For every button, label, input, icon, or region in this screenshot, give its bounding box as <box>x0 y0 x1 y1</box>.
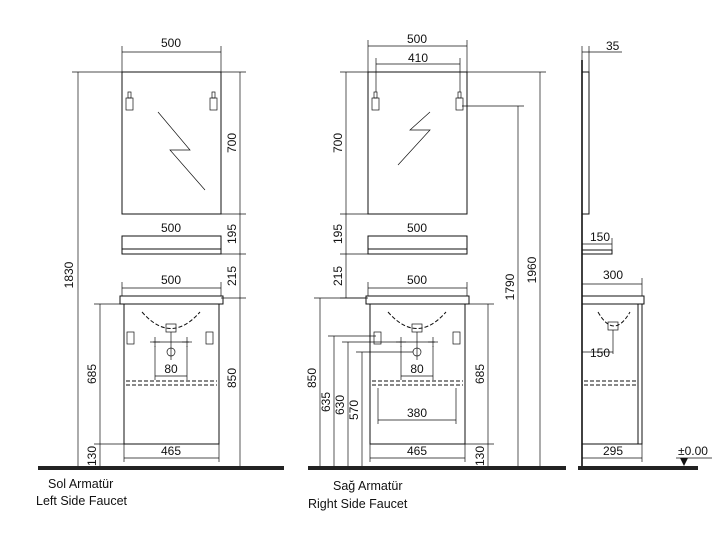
right-shelf-width: 500 <box>407 221 427 235</box>
right-inner-width: 380 <box>407 406 427 420</box>
right-height-570: 570 <box>347 400 361 420</box>
side-bowl-outline <box>597 311 631 327</box>
right-height-1790: 1790 <box>503 273 517 300</box>
left-cabinet-height: 850 <box>225 368 239 388</box>
side-basin-depth: 300 <box>603 268 623 282</box>
left-door-height: 685 <box>85 364 99 384</box>
right-mirror-width: 500 <box>407 32 427 46</box>
left-shelf-width: 500 <box>161 221 181 235</box>
right-mirror-glare <box>397 111 431 166</box>
left-floor <box>38 466 284 470</box>
left-plumbing <box>126 331 214 360</box>
left-basin-width: 500 <box>161 273 181 287</box>
side-shelf <box>581 249 613 255</box>
caption-left-tr: Sol Armatür <box>48 477 113 491</box>
left-leg-height: 130 <box>85 446 99 466</box>
caption-right-tr: Sağ Armatür <box>333 479 402 493</box>
left-view: 500 700 1830 500 195 215 500 <box>38 36 284 470</box>
left-cabinet <box>123 303 220 445</box>
right-height-635: 635 <box>319 392 333 412</box>
left-mirror <box>121 71 222 215</box>
right-bowl-outline <box>387 311 447 329</box>
side-shelf-depth: 150 <box>590 230 610 244</box>
side-mirror <box>581 71 590 215</box>
right-mirror <box>367 71 468 215</box>
left-shelf-gap: 195 <box>225 224 239 244</box>
level-marker <box>680 458 688 466</box>
caption-right-en: Right Side Faucet <box>308 497 408 511</box>
right-height-1960: 1960 <box>525 256 539 283</box>
right-view: 500 410 700 195 500 215 500 <box>305 32 566 470</box>
left-bowl-outline <box>141 311 201 329</box>
side-view: 35 150 300 150 295 ±0.00 <box>578 39 712 470</box>
left-total-height: 1830 <box>62 261 76 288</box>
right-mirror-lamps <box>371 91 464 111</box>
left-basin <box>119 295 224 305</box>
side-cabinet-depth: 295 <box>603 444 623 458</box>
side-floor <box>578 466 698 470</box>
right-leg-height: 130 <box>473 446 487 466</box>
caption-left-en: Left Side Faucet <box>36 494 128 508</box>
right-height-850: 850 <box>305 368 319 388</box>
left-cabinet-width: 465 <box>161 444 181 458</box>
side-basin <box>581 295 645 305</box>
left-mirror-width: 500 <box>161 36 181 50</box>
side-mirror-depth: 35 <box>606 39 620 53</box>
side-floor-level: ±0.00 <box>678 444 708 458</box>
left-pipe-spacing: 80 <box>164 362 178 376</box>
left-mirror-height: 700 <box>225 133 239 153</box>
right-floor <box>308 466 566 470</box>
right-basin-gap: 215 <box>331 266 345 286</box>
left-mirror-lamps <box>125 91 218 111</box>
side-cabinet <box>581 303 643 445</box>
right-fixture-spacing: 410 <box>408 51 428 65</box>
right-shelf <box>367 235 468 255</box>
right-plumbing <box>373 331 461 360</box>
right-door-height: 685 <box>473 364 487 384</box>
right-basin <box>365 295 470 305</box>
right-shelf-gap: 195 <box>331 224 345 244</box>
left-basin-gap: 215 <box>225 266 239 286</box>
right-basin-width: 500 <box>407 273 427 287</box>
right-mirror-height: 700 <box>331 133 345 153</box>
right-cabinet <box>369 303 466 445</box>
left-shelf <box>121 235 222 255</box>
right-height-630: 630 <box>333 395 347 415</box>
left-mirror-glare <box>157 111 206 191</box>
side-drain-offset: 150 <box>590 346 610 360</box>
right-pipe-spacing: 80 <box>410 362 424 376</box>
right-cabinet-width: 465 <box>407 444 427 458</box>
